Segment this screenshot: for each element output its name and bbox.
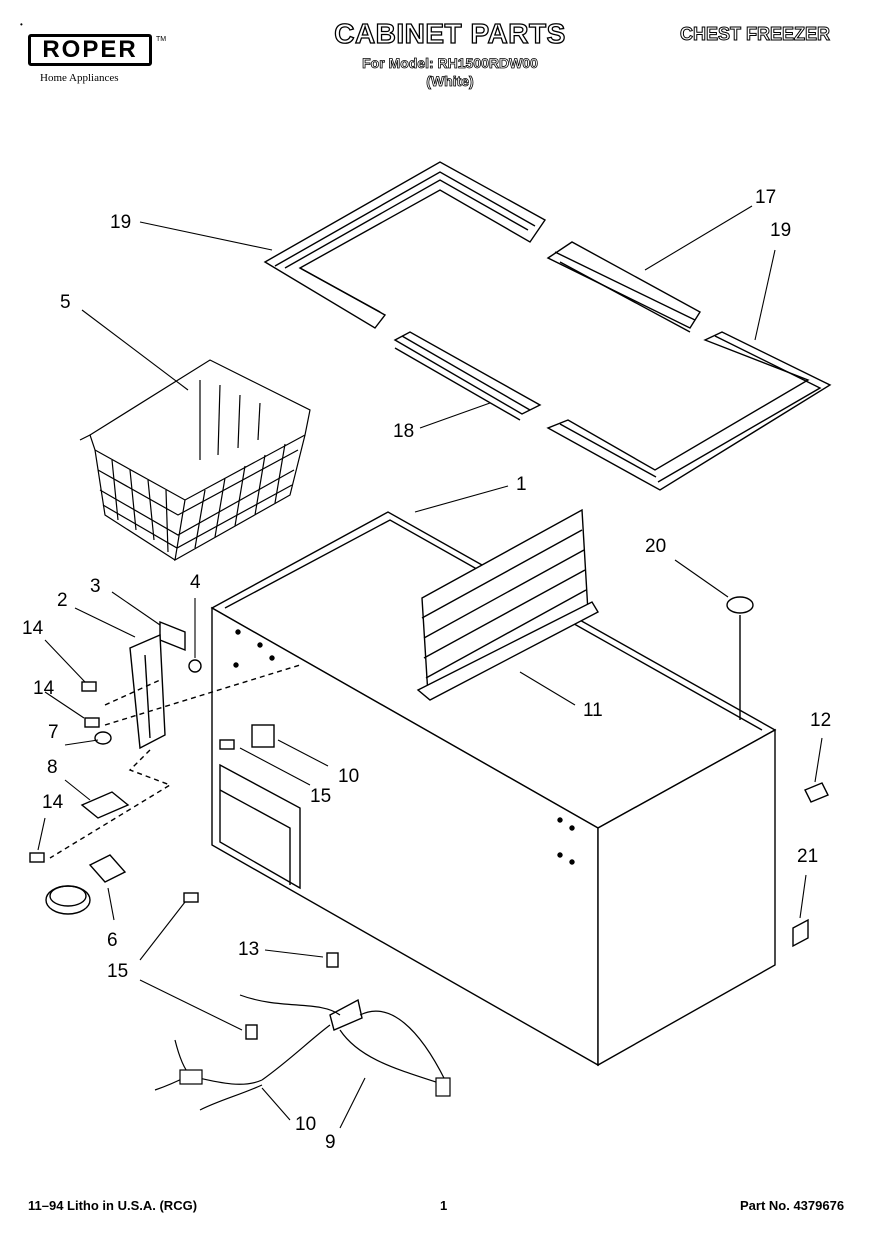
callout-10-bottom: 10 (295, 1114, 316, 1135)
breaker-strip-right (546, 331, 832, 491)
callout-14-mid: 14 (33, 678, 55, 699)
part-number: Part No. 4379676 (740, 1198, 845, 1213)
cabinet-divider (416, 508, 599, 701)
callout-15-top: 15 (310, 786, 331, 807)
callout-19-right: 19 (770, 220, 791, 241)
callout-5: 5 (60, 292, 71, 313)
callout-numbers: 19 17 19 5 18 1 20 3 4 2 14 14 11 12 7 1… (22, 187, 831, 1153)
cabinet (210, 511, 777, 1067)
callout-18: 18 (393, 421, 414, 442)
model-line: For Model: RH1500RDW00 (362, 55, 539, 72)
product-category: CHEST FREEZER (679, 24, 831, 45)
brand-trademark: TM (156, 36, 167, 43)
callout-11: 11 (583, 700, 603, 721)
callout-12: 12 (810, 710, 831, 731)
callout-19-left: 19 (110, 212, 131, 233)
breaker-strip-left (263, 161, 547, 329)
print-info: 11–94 Litho in U.S.A. (RCG) (28, 1198, 198, 1213)
lid-bumper (726, 596, 754, 720)
brand-name: ROPER (42, 36, 138, 63)
callout-6: 6 (107, 930, 118, 951)
roper-logo: ROPER (28, 34, 152, 66)
breaker-strip-front (393, 331, 542, 421)
callout-15-bottom: 15 (107, 961, 128, 982)
wiring-harness (154, 994, 451, 1111)
callout-14-low: 14 (42, 792, 64, 813)
page-number: 1 (440, 1198, 448, 1213)
brand-tagline: Home Appliances (40, 72, 119, 84)
callout-9: 9 (325, 1132, 336, 1153)
color-line: (White) (426, 73, 474, 90)
callout-1: 1 (516, 474, 527, 495)
callout-3: 3 (90, 576, 101, 597)
page-title: CABINET PARTS (334, 17, 566, 49)
callout-4: 4 (190, 572, 201, 593)
callout-13: 13 (238, 939, 259, 960)
callout-21: 21 (797, 846, 818, 867)
callout-14-top: 14 (22, 618, 44, 639)
relay (251, 724, 363, 1031)
callout-20: 20 (645, 536, 666, 557)
hinge-assembly (49, 620, 301, 859)
screws (29, 681, 829, 1040)
wire-basket (79, 359, 311, 562)
callout-10-top: 10 (338, 766, 359, 787)
callout-8: 8 (47, 757, 58, 778)
bracket (792, 918, 809, 948)
breaker-strip-back (546, 241, 701, 333)
callout-7: 7 (48, 722, 59, 743)
callout-2: 2 (57, 590, 68, 611)
model-info: For Model: RH1500RDW00 (White) (300, 54, 600, 90)
callout-17: 17 (755, 187, 776, 208)
brand-mark: • (20, 20, 23, 29)
thermostat-parts (45, 731, 130, 915)
leader-lines (37, 205, 823, 1129)
